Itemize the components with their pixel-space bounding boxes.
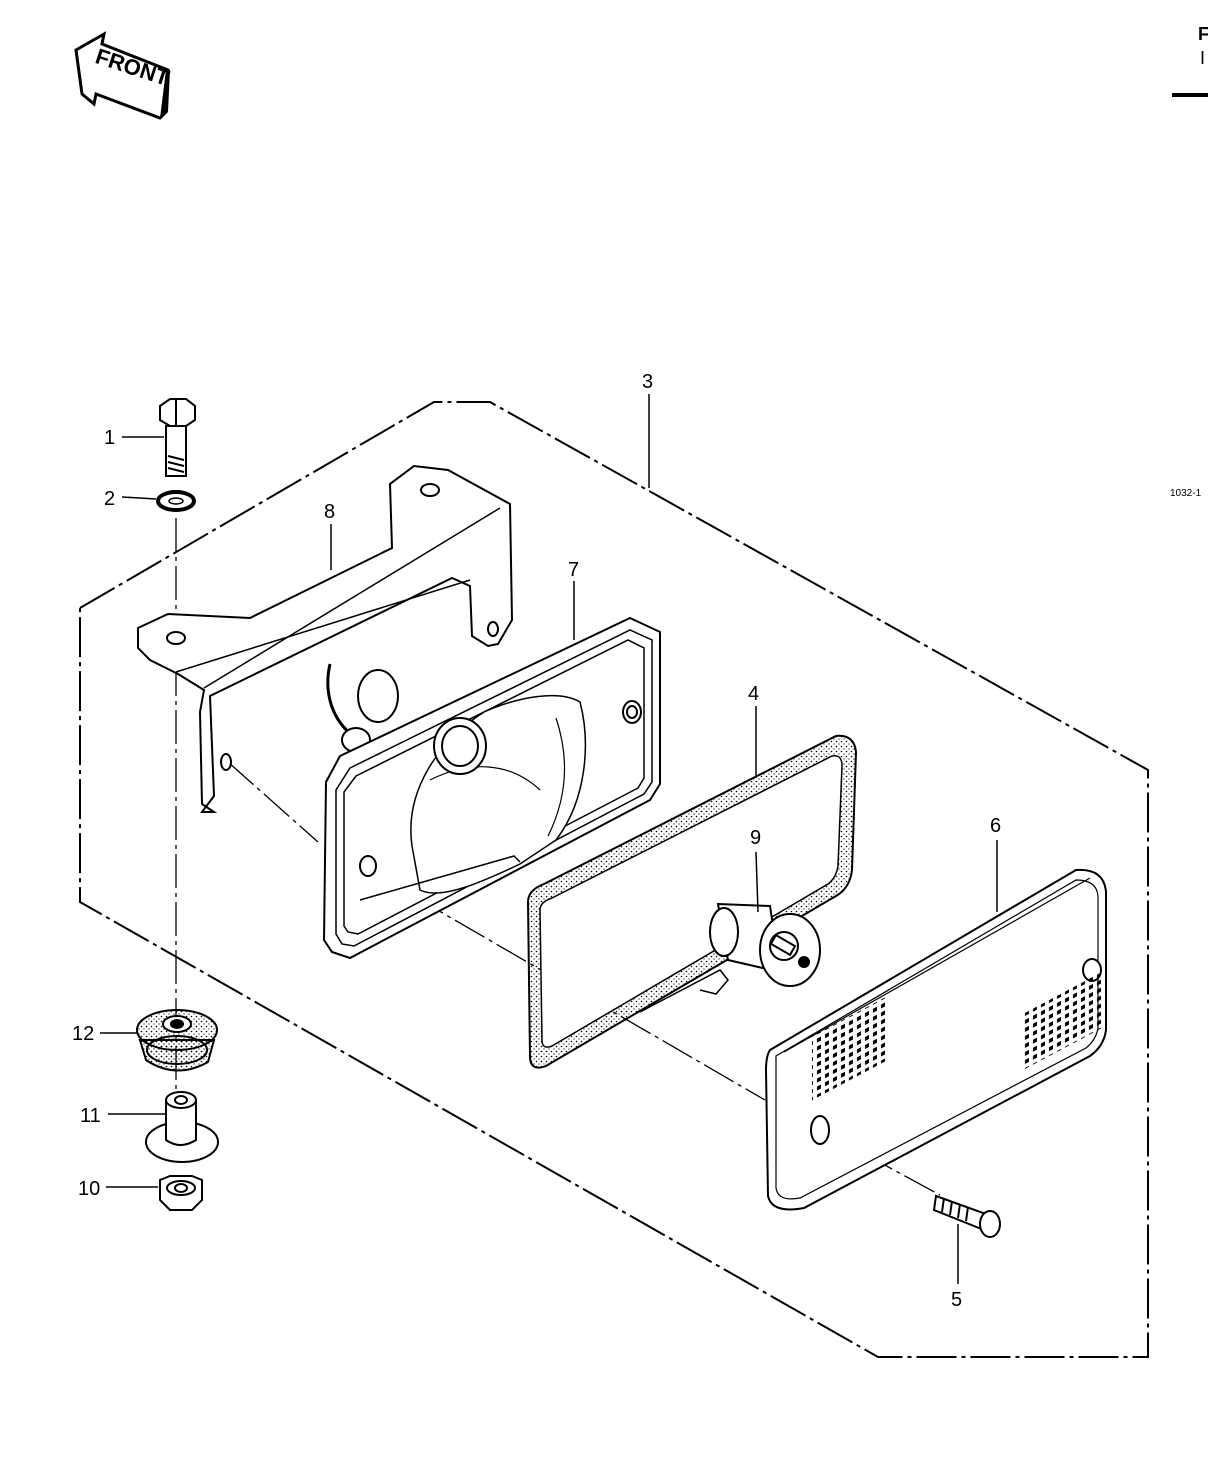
callout-2: 2 — [104, 488, 115, 510]
callout-9: 9 — [750, 827, 761, 849]
part-9-bulb — [639, 902, 821, 1013]
assembly-outline — [79, 401, 1149, 1358]
part-1-bolt — [159, 398, 196, 477]
page-edge-letter-upper: F — [1198, 24, 1208, 44]
drawing-code: 1032-1 — [1170, 488, 1202, 499]
part-8-bracket — [137, 464, 514, 813]
part-7-lamp-housing — [322, 616, 661, 960]
callout-12: 12 — [72, 1023, 94, 1045]
callout-numbers: 1 2 3 4 5 6 7 8 9 10 11 12 — [72, 371, 1001, 1311]
part-12-grommet — [136, 1009, 218, 1072]
callout-11: 11 — [80, 1105, 101, 1127]
page-edge-letter-lower: I — [1200, 48, 1206, 68]
leader-lines — [100, 394, 998, 1284]
front-arrow-icon: FRONT — [74, 31, 173, 120]
callout-8: 8 — [324, 501, 335, 523]
callout-3: 3 — [642, 371, 653, 393]
callout-10: 10 — [78, 1178, 100, 1200]
part-5-screw — [932, 1194, 1001, 1238]
part-10-nut — [159, 1175, 203, 1211]
part-2-washer — [156, 490, 196, 512]
callout-1: 1 — [104, 427, 115, 449]
part-4-gasket — [526, 734, 858, 1069]
part-6-lens — [764, 868, 1107, 1211]
callout-7: 7 — [568, 559, 579, 581]
callout-6: 6 — [990, 815, 1001, 837]
callout-4: 4 — [748, 683, 759, 705]
part-11-collar — [145, 1091, 219, 1163]
callout-5: 5 — [951, 1289, 962, 1311]
